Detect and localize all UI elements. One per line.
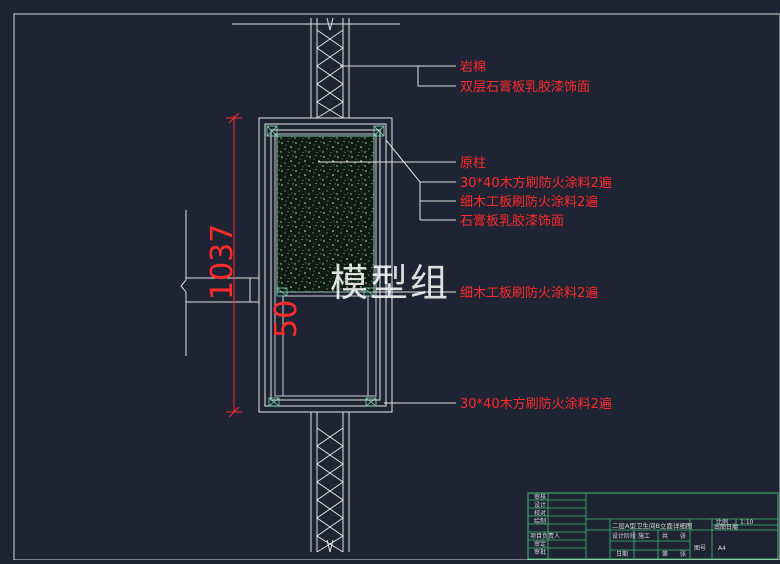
tb-extra-label: 出图日期: [714, 523, 738, 531]
tb-row-0: 审核: [534, 493, 546, 501]
tb-row-6: 审批: [534, 548, 546, 556]
title-block: 审核 设计 校对 绘制 项目负责人 审定 审批 二层A型卫生间B立面详细图 比例…: [527, 492, 779, 560]
wood-batten-markers: [266, 125, 385, 407]
callout-wood-batten-2: 30*40木方刷防火涂料2遍: [460, 396, 612, 412]
tb-row-2: 校对: [534, 509, 546, 517]
callout-double-gypsum: 双层石膏板乳胶漆饰面: [460, 79, 590, 95]
tb-drawing-no-label: 图号: [694, 545, 706, 552]
callout-original-column: 原柱: [460, 156, 486, 171]
upper-wall: [232, 17, 400, 119]
tb-drawing-no-value: A4: [718, 545, 726, 552]
callout-wood-batten-1: 30*40木方刷防火涂料2遍: [460, 175, 612, 191]
tb-scale-label: 比例: [716, 518, 728, 526]
tb-mid-3: 张: [680, 532, 686, 540]
dimension-50: 50: [269, 300, 304, 338]
callout-gypsum-finish: 石膏板乳胶漆饰面: [460, 213, 564, 229]
side-wall: [180, 210, 259, 356]
callout-fine-wood-1: 细木工板刷防火涂料2遍: [460, 194, 598, 210]
tb-scale-value: 1:10: [740, 519, 754, 526]
leader-lines: [318, 65, 456, 404]
tb-mid-2: 共: [662, 532, 668, 540]
column-enclosure: [258, 117, 393, 413]
tb-mid-1: 施工: [638, 532, 650, 540]
dimension-lines: [226, 112, 242, 418]
tb-mid-5: 第: [662, 550, 668, 558]
watermark: 模型组: [330, 261, 450, 305]
callout-fine-wood-2: 细木工板刷防火涂料2遍: [460, 285, 598, 301]
tb-row-5: 审定: [534, 540, 546, 548]
tb-row-1: 设计: [534, 501, 546, 509]
tb-row-3: 绘制: [534, 517, 546, 525]
tb-mid-4: 日期: [616, 550, 628, 558]
callout-rock-wool: 岩棉: [460, 60, 486, 75]
tb-mid-0: 设计阶段: [612, 532, 636, 540]
tb-title: 二层A型卫生间B立面详细图: [612, 521, 692, 530]
dimension-1037: 1037: [205, 224, 240, 300]
lower-wall: [310, 412, 350, 553]
tb-mid-6: 张: [680, 550, 686, 558]
tb-row-4: 项目负责人: [530, 532, 560, 540]
